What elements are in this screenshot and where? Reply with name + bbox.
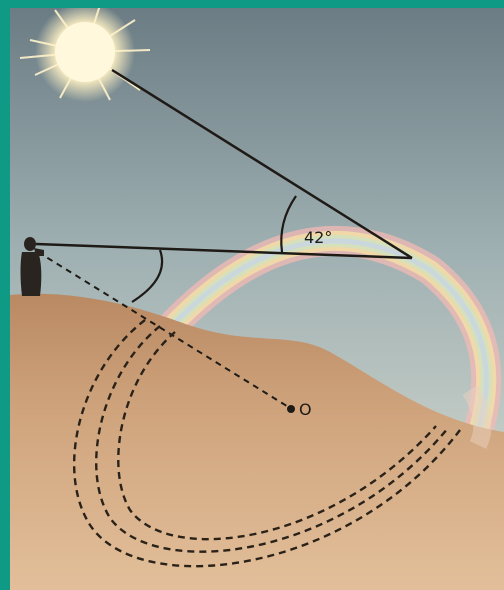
center-label: O bbox=[299, 400, 312, 419]
antisolar-point bbox=[287, 405, 295, 413]
angle-label: 42° bbox=[304, 228, 332, 247]
